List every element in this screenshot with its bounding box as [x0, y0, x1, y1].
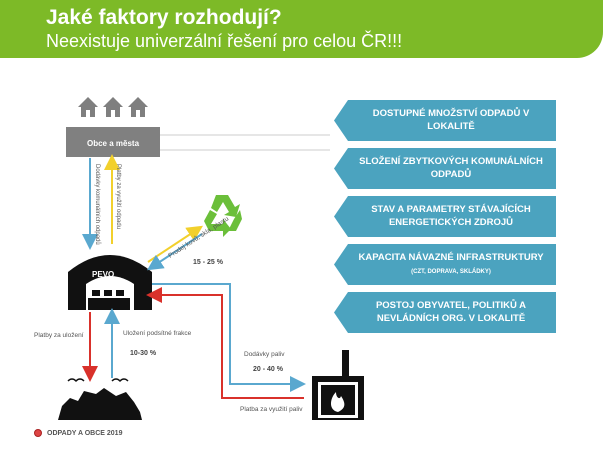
houses-icon [78, 97, 148, 117]
factor-text: POSTOJ OBYVATEL, POLITIKŮ A NEVLÁDNÍCH O… [375, 299, 527, 324]
municipality-label: Obce a města [87, 139, 140, 148]
pevo-label: PEVO [92, 270, 114, 279]
fuel-payment-arrow [146, 287, 304, 399]
page-title: Jaké faktory rozhodují? [46, 6, 282, 29]
header-banner: Jaké faktory rozhodují? Neexistuje unive… [0, 0, 603, 58]
fuel-delivery-label: Dodávky paliv [244, 351, 285, 358]
recycling-sale-label: Prodej kovů, skla, plastu [167, 214, 231, 259]
factor-text: DOSTUPNÉ MNOŽSTVÍ ODPADŮ V LOKALITĚ [372, 107, 530, 132]
page-subtitle: Neexistuje univerzální řešení pro celou … [46, 31, 403, 51]
flow-payment-label: Platby za využití odpadu [115, 164, 121, 229]
landfill-share: 10-30 % [130, 350, 157, 357]
factor-text: SLOŽENÍ ZBYTKOVÝCH KOMUNÁLNÍCH ODPADŮ [359, 155, 543, 180]
footer-text: ODPADY A OBCE 2019 [47, 429, 123, 437]
factor-energy-sources: STAV A PARAMETRY STÁVAJÍCÍCH ENERGETICKÝ… [334, 196, 556, 237]
factor-waste-composition: SLOŽENÍ ZBYTKOVÝCH KOMUNÁLNÍCH ODPADŮ [334, 148, 556, 189]
fuel-payment-label: Platba za využití paliv [240, 406, 303, 413]
recycling-sale-arrow [146, 233, 203, 271]
recycle-icon [204, 195, 242, 237]
factor-text: STAV A PARAMETRY STÁVAJÍCÍCH ENERGETICKÝ… [371, 203, 531, 228]
factor-text: KAPACITA NÁVAZNÉ INFRASTRUKTURY [358, 251, 544, 263]
boiler-icon [312, 350, 364, 420]
recycling-share: 15 - 25 % [193, 259, 224, 266]
factor-waste-quantity: DOSTUPNÉ MNOŽSTVÍ ODPADŮ V LOKALITĚ [334, 100, 556, 141]
factor-infrastructure: KAPACITA NÁVAZNÉ INFRASTRUKTURY (CZT, DO… [334, 244, 556, 285]
landfill-subsieve-label: Uložení podsítné frakce [123, 330, 192, 337]
fuel-delivery-arrow [152, 283, 306, 392]
factor-small-text: (CZT, DOPRAVA, SKLÁDKY) [411, 268, 491, 275]
landfill-icon [58, 378, 142, 420]
fuel-share: 20 - 40 % [253, 366, 284, 373]
payment-disposal-label: Platby za uložení [34, 332, 84, 339]
municipality-box [66, 127, 160, 157]
event-logo-icon [34, 429, 42, 437]
flow-delivery-label: Dodávky komunálních odpadů [94, 164, 101, 245]
factor-public-attitude: POSTOJ OBYVATEL, POLITIKŮ A NEVLÁDNÍCH O… [334, 292, 556, 333]
footer: ODPADY A OBCE 2019 [34, 429, 122, 437]
pevo-plant-icon [68, 255, 152, 310]
